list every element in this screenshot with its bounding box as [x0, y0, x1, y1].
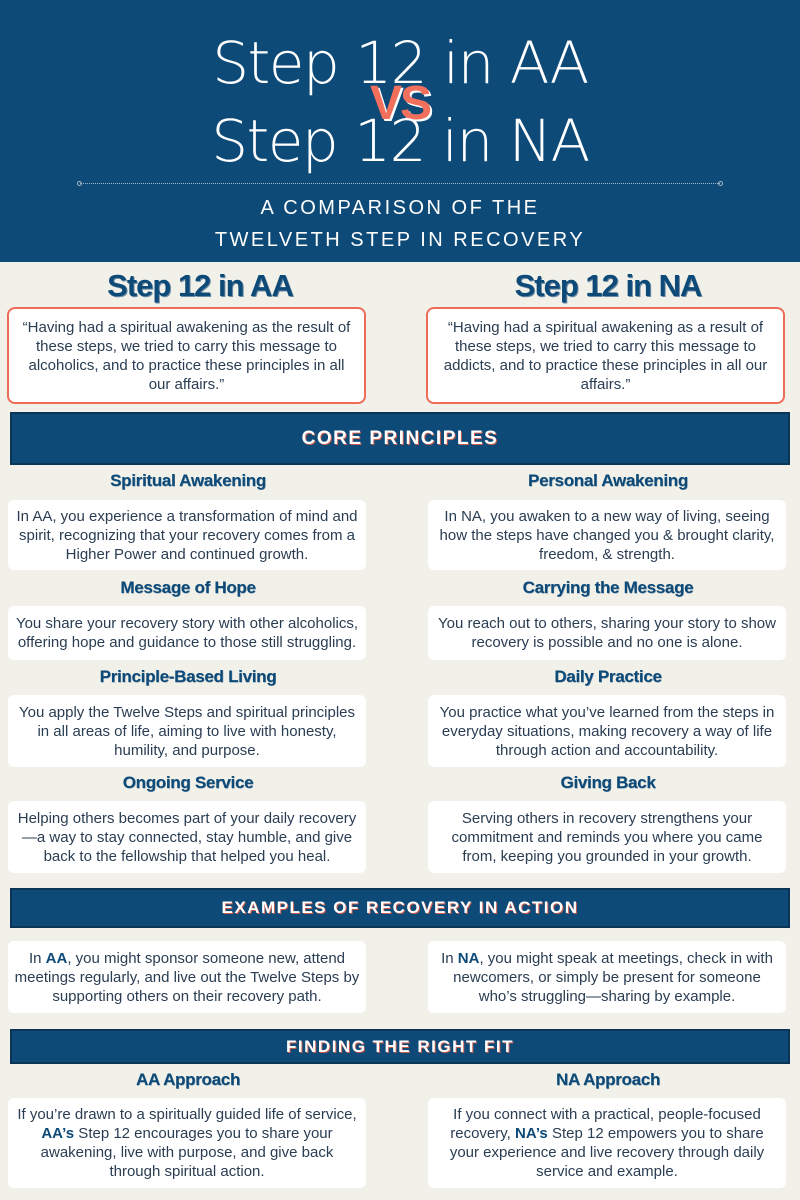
header-banner: Step 12 in AA VS Step 12 in NA A COMPARI…	[0, 0, 800, 262]
na-step-quote: “Having had a spiritual awakening as a r…	[426, 307, 785, 404]
na-approach-text-start: If you connect with a practical, people-…	[450, 1106, 761, 1142]
na-principle-card: You reach out to others, sharing your st…	[428, 606, 786, 660]
aa-principle-label: Principle-Based Living	[99, 667, 277, 686]
na-principle-card: In NA, you awaken to a new way of living…	[428, 500, 786, 570]
right-fit-title: FINDING THE RIGHT FIT	[286, 1037, 514, 1056]
title-line-aa: Step 12 in AA	[212, 29, 589, 97]
aa-example-card: In AA, you might sponsor someone new, at…	[8, 941, 366, 1013]
aa-step-quote: “Having had a spiritual awakening as the…	[7, 307, 366, 404]
aa-approach-text-start: If you’re drawn to a spiritually guided …	[17, 1106, 357, 1123]
aa-approach-label: AA Approach	[135, 1070, 241, 1089]
na-approach-card: If you connect with a practical, people-…	[428, 1098, 786, 1188]
subtitle-line-2: TWELVETH STEP IN RECOVERY	[214, 229, 586, 251]
na-column-heading: Step 12 in NA	[514, 268, 703, 303]
na-principle-label: Giving Back	[560, 773, 656, 792]
aa-principle-card: You apply the Twelve Steps and spiritual…	[8, 695, 366, 767]
examples-banner: EXAMPLES OF RECOVERY IN ACTION	[10, 888, 790, 928]
na-example-emphasis: NA	[457, 949, 480, 967]
aa-example-text-start: In	[28, 949, 46, 967]
divider-end-dot	[718, 181, 723, 186]
na-principle-card: Serving others in recovery strengthens y…	[428, 801, 786, 873]
na-principle-label: Personal Awakening	[528, 471, 688, 490]
subtitle-line-1: A COMPARISON OF THE	[260, 197, 540, 219]
na-principle-label: Daily Practice	[554, 667, 662, 686]
aa-principle-card: Helping others becomes part of your dail…	[8, 801, 366, 873]
na-approach-text-end: Step 12 empowers you to share your exper…	[449, 1125, 765, 1180]
core-principles-banner: CORE PRINCIPLES	[10, 412, 790, 465]
aa-approach-text-end: Step 12 encourages you to share your awa…	[40, 1125, 334, 1180]
na-example-card: In NA, you might speak at meetings, chec…	[428, 941, 786, 1013]
header-divider	[80, 183, 720, 184]
aa-approach-emphasis: AA’s	[41, 1125, 75, 1142]
divider-end-dot	[77, 181, 82, 186]
vs-label: VS	[369, 77, 432, 130]
na-example-text-start: In	[441, 949, 458, 967]
aa-example-emphasis: AA	[45, 949, 68, 967]
na-principle-card: You practice what you’ve learned from th…	[428, 695, 786, 767]
aa-principle-label: Spiritual Awakening	[110, 471, 266, 490]
aa-principle-card: In AA, you experience a transformation o…	[8, 500, 366, 570]
aa-principle-card: You share your recovery story with other…	[8, 606, 366, 660]
right-fit-banner: FINDING THE RIGHT FIT	[10, 1029, 790, 1064]
aa-example-text-end: , you might sponsor someone new, attend …	[14, 949, 360, 1005]
aa-approach-card: If you’re drawn to a spiritually guided …	[8, 1098, 366, 1188]
examples-title: EXAMPLES OF RECOVERY IN ACTION	[221, 898, 579, 917]
na-principle-label: Carrying the Message	[522, 578, 694, 597]
aa-principle-label: Ongoing Service	[122, 773, 254, 792]
core-principles-title: CORE PRINCIPLES	[301, 428, 499, 449]
title-line-na: Step 12 in NA	[211, 107, 590, 175]
na-approach-emphasis: NA’s	[514, 1125, 548, 1142]
na-approach-label: NA Approach	[555, 1070, 661, 1089]
na-example-text-end: , you might speak at meetings, check in …	[453, 949, 773, 1005]
aa-principle-label: Message of Hope	[120, 578, 256, 597]
aa-column-heading: Step 12 in AA	[107, 268, 294, 303]
